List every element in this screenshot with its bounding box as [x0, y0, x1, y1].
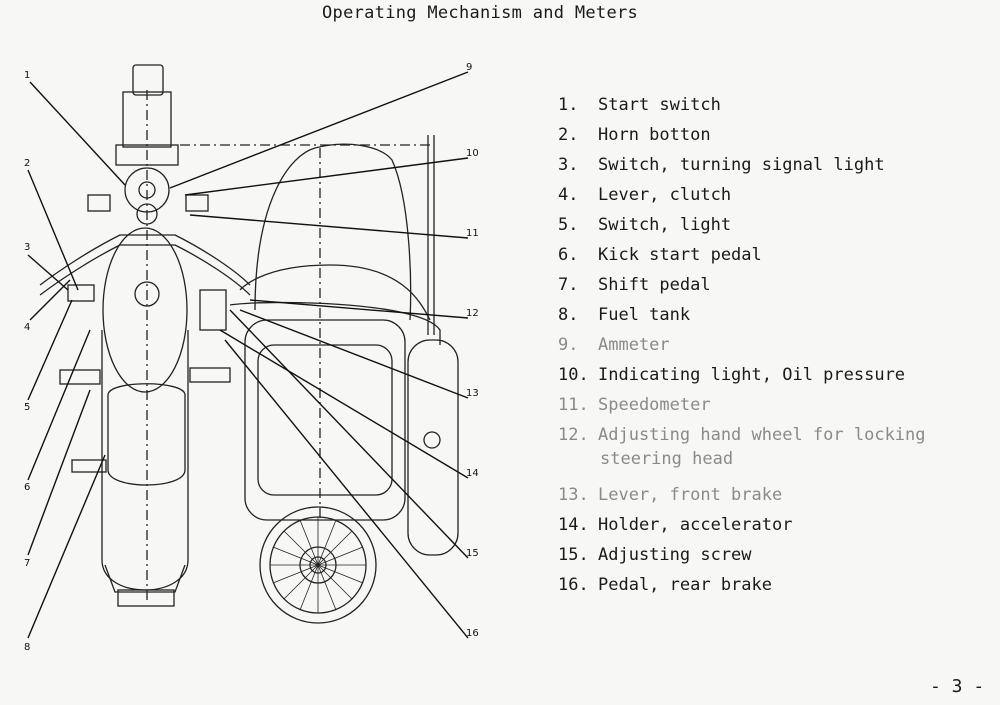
sidecar-outline: [180, 135, 459, 624]
callout-11: 11: [466, 228, 479, 239]
callout-1: 1: [24, 70, 30, 81]
legend-item: 13.Lever, front brake: [558, 485, 783, 505]
motorcycle-outline: [39, 64, 251, 607]
callout-leaders: [27, 71, 469, 639]
callout-4: 4: [24, 322, 30, 333]
callout-8: 8: [24, 642, 30, 653]
callout-numbers: 1 2 3 4 5 6 7 8 9 10 11 12 13 14 15 16: [24, 62, 479, 653]
callout-16: 16: [466, 628, 479, 639]
page-number: - 3 -: [930, 676, 985, 697]
legend-item: 3.Switch, turning signal light: [558, 155, 885, 175]
legend-item: 10.Indicating light, Oil pressure: [558, 365, 906, 385]
legend-item: 9.Ammeter: [558, 335, 670, 355]
callout-2: 2: [24, 158, 30, 169]
callout-12: 12: [466, 308, 479, 319]
legend-item: 5.Switch, light: [558, 215, 732, 235]
callout-15: 15: [466, 548, 479, 559]
callout-10: 10: [466, 148, 479, 159]
legend-item: 2.Horn botton: [558, 125, 711, 145]
legend-item: 6.Kick start pedal: [558, 245, 762, 265]
legend-item: 11.Speedometer: [558, 395, 711, 415]
callout-6: 6: [24, 482, 30, 493]
legend-item: 8.Fuel tank: [558, 305, 691, 325]
callout-9: 9: [466, 62, 472, 73]
legend-item: 1.Start switch: [558, 95, 721, 115]
legend-item: 14.Holder, accelerator: [558, 515, 793, 535]
legend-item: 4.Lever, clutch: [558, 185, 732, 205]
callout-3: 3: [24, 242, 30, 253]
callout-7: 7: [24, 558, 30, 569]
legend-item: 15.Adjusting screw: [558, 545, 752, 565]
parts-legend: 1.Start switch 2.Horn botton 3.Switch, t…: [558, 93, 926, 603]
callout-14: 14: [466, 468, 479, 479]
legend-item: 7.Shift pedal: [558, 275, 711, 295]
motorcycle-sidecar-diagram: 1 2 3 4 5 6 7 8 9 10 11 12 13 14 15 16: [24, 62, 479, 653]
callout-5: 5: [24, 402, 30, 413]
legend-item: 16.Pedal, rear brake: [558, 575, 772, 595]
page-title: Operating Mechanism and Meters: [322, 3, 639, 23]
callout-13: 13: [466, 388, 479, 399]
